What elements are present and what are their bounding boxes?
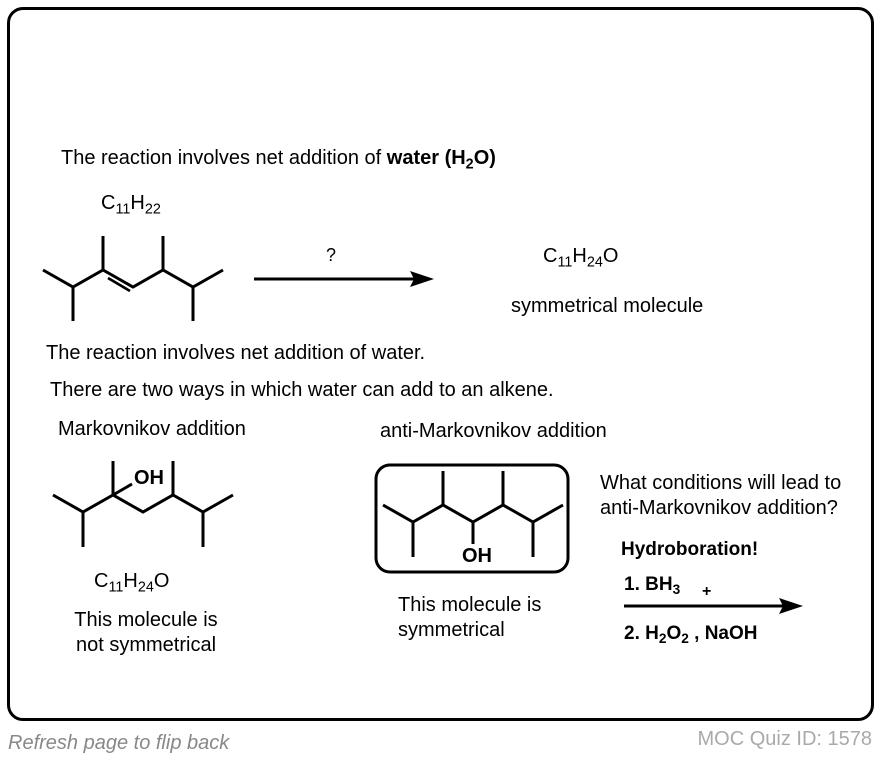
formula-h: H <box>572 245 587 267</box>
markovnikov-note-2: not symmetrical <box>75 634 217 656</box>
reagent-step-1: 1. BH3 <box>624 574 681 598</box>
markovnikov-note-1: This molecule is <box>74 609 218 631</box>
reactant-formula: C11H22 <box>101 192 161 217</box>
formula-h-count: 24 <box>586 254 603 271</box>
anti-markovnikov-note-1: This molecule is <box>398 594 542 616</box>
quiz-card[interactable] <box>7 7 874 721</box>
step1-text: 1. BH <box>624 574 673 595</box>
reagent-plus: + <box>702 583 712 600</box>
formula-h-count: 22 <box>144 201 161 218</box>
hydroboration-arrow-head <box>779 598 803 614</box>
anti-markovnikov-oh-label: OH <box>462 545 492 567</box>
heading-bold-suffix: O) <box>473 147 496 169</box>
reactant-double-bond <box>107 276 131 293</box>
hydroboration-arrow <box>624 598 803 614</box>
explanation-line-2: There are two ways in which water can ad… <box>50 379 554 401</box>
markovnikov-title: Markovnikov addition <box>58 418 246 440</box>
product-formula: C11H24O <box>543 245 619 270</box>
reaction-arrow-head <box>410 271 434 287</box>
question-line-1: What conditions will lead to <box>600 472 842 494</box>
anti-markovnikov-note-2: symmetrical <box>398 619 505 641</box>
anti-markovnikov-skeleton <box>382 503 564 524</box>
formula-h-count: 24 <box>137 579 154 596</box>
heading-sub: 2 <box>465 156 474 173</box>
formula-c-count: 11 <box>115 201 131 218</box>
step2-suffix: , NaOH <box>688 623 758 644</box>
markovnikov-skeleton <box>52 493 234 514</box>
anti-markovnikov-highlight-box <box>374 463 570 574</box>
formula-c: C <box>543 245 558 267</box>
reactant-skeleton <box>42 268 224 289</box>
formula-h: H <box>123 570 138 592</box>
markovnikov-structure <box>52 461 234 547</box>
reactant-alkene-structure <box>42 236 224 321</box>
formula-h: H <box>130 192 145 214</box>
heading-bold: water (H2O) <box>386 147 496 173</box>
markovnikov-formula: C11H24O <box>94 570 170 595</box>
step1-sub: 3 <box>672 582 681 598</box>
anti-markovnikov-title: anti-Markovnikov addition <box>380 420 607 442</box>
step2-sub2: 2 <box>681 631 689 647</box>
explanation-line-1: The reaction involves net addition of wa… <box>46 342 426 364</box>
quiz-id: MOC Quiz ID: 1578 <box>697 728 872 750</box>
flip-back-hint: Refresh page to flip back <box>8 732 230 754</box>
formula-c-count: 11 <box>108 579 124 596</box>
step2-sub1: 2 <box>658 631 667 647</box>
reaction-arrow <box>254 271 434 287</box>
heading: The reaction involves net addition of wa… <box>61 147 496 173</box>
step2-prefix: 2. H <box>624 623 659 644</box>
anti-markovnikov-structure <box>382 471 564 557</box>
formula-o: O <box>153 570 170 592</box>
answer-hydroboration: Hydroboration! <box>621 539 759 560</box>
formula-c-count: 11 <box>557 254 573 271</box>
formula-o: O <box>602 245 619 267</box>
heading-text: The reaction involves net addition of <box>61 147 387 169</box>
question-line-2: anti-Markovnikov addition? <box>600 497 838 519</box>
heading-bold-text: water (H <box>386 147 466 169</box>
formula-c: C <box>94 570 109 592</box>
formula-c: C <box>101 192 116 214</box>
markovnikov-oh-label: OH <box>134 467 164 489</box>
markovnikov-oh-bond <box>112 482 133 497</box>
reagent-step-2: 2. H2O2 , NaOH <box>624 623 758 647</box>
reaction-arrow-label: ? <box>326 245 337 265</box>
step2-mid: O <box>666 623 682 644</box>
product-note: symmetrical molecule <box>511 295 704 317</box>
